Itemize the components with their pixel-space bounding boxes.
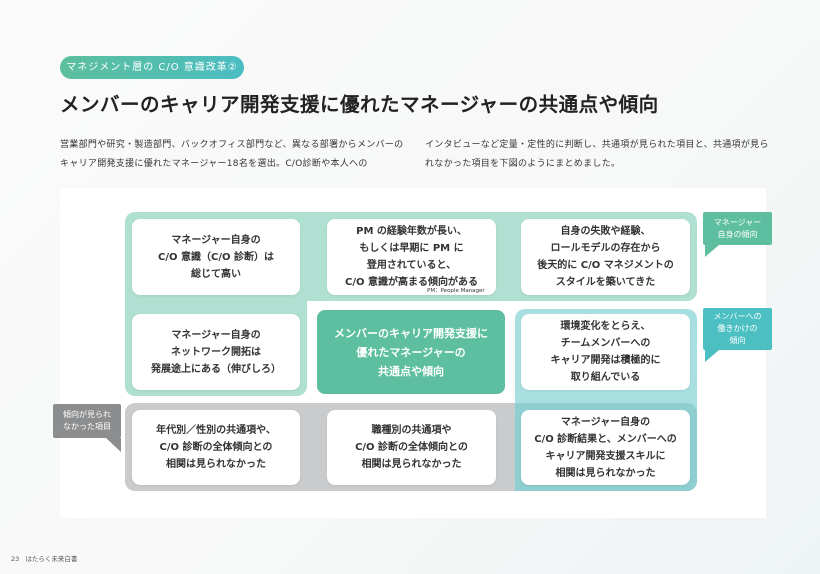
callout-self: マネージャー 自身の傾向 [703,212,772,245]
publication-name: はたらく未来白書 [25,555,78,563]
intro-left: 営業部門や研究・製造部門、バックオフィス部門など、異なる部署からメンバーのキャリ… [60,140,404,169]
callout-members-tail [705,350,719,362]
section-tag: マネジメント層の C/O 意識改革② [60,56,244,79]
self-item-4: マネージャー自身の ネットワーク開拓は 発展途上にある（伸びしろ） [132,314,300,390]
callout-none-tail [106,438,121,452]
self-item-3: 自身の失敗や経験、 ロールモデルの存在から 後天的に C/O マネジメントの ス… [521,219,690,295]
members-item: 環境変化をとらえ、 チームメンバーへの キャリア開発は積極的に 取り組んでいる [521,314,690,390]
page-number: 23 [11,555,20,563]
page-title: メンバーのキャリア開発支援に優れたマネージャーの共通点や傾向 [60,93,659,116]
footer: 23 はたらく未来白書 [11,553,77,563]
none-item-2: 職種別の共通項や C/O 診断の全体傾向との 相関は見られなかった [327,410,496,485]
none-item-1: 年代別／性別の共通項や、 C/O 診断の全体傾向との 相関は見られなかった [132,410,300,485]
self-item-1: マネージャー自身の C/O 意識（C/O 診断）は 総じて高い [132,219,300,295]
intro-right: インタビューなど定量・定性的に判断し、共通項が見られた項目と、共通項が見られなか… [425,140,769,169]
callout-members: メンバーへの 働きかけの 傾向 [703,308,772,350]
callout-none: 傾向が見られ なかった項目 [53,404,121,438]
self-item-2: PM の経験年数が長い、 もしくは早期に PM に 登用されていると、 C/O … [327,219,496,295]
pm-note: PM：People Manager [427,288,485,294]
callout-self-tail [705,245,719,257]
none-item-3: マネージャー自身の C/O 診断結果と、メンバーへの キャリア開発支援スキルに … [521,410,690,485]
center-topic: メンバーのキャリア開発支援に 優れたマネージャーの 共通点や傾向 [317,310,505,394]
